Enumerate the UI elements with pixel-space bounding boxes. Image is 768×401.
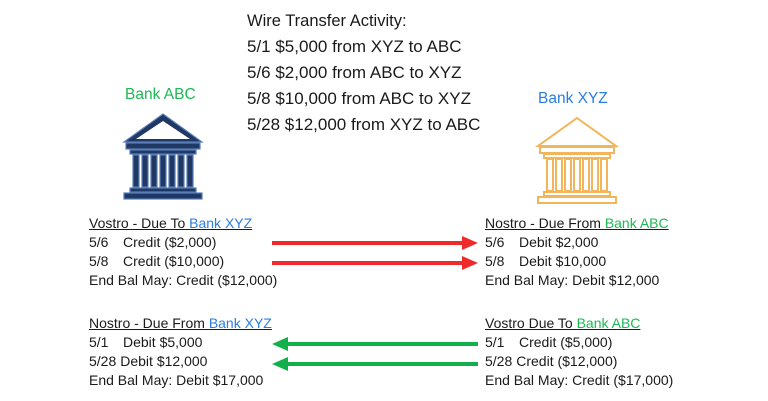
bank-building-icon [534,116,620,204]
wire-transfer-activity: Wire Transfer Activity: 5/1 $5,000 from … [247,8,480,138]
arrow-right-icon [272,256,478,270]
entry-text: Credit ($12,000) [516,353,618,369]
ledger-balance: End Bal May: Credit ($12,000) [89,271,277,290]
ledger-heading-bank: Bank XYZ [208,315,272,331]
balance-label: End Bal May: [89,272,173,288]
ledger-xyz-nostro: Nostro - Due From Bank ABC 5/6 Debit $2,0… [485,214,669,290]
balance-value: Debit $12,000 [568,272,660,288]
wire-transfer-line: 5/6 $2,000 from ABC to XYZ [247,63,462,82]
balance-label: End Bal May: [485,272,569,288]
entry-date: 5/1 [485,334,505,350]
wire-transfer-title: Wire Transfer Activity: [247,12,407,30]
ledger-heading: Nostro - Due From Bank XYZ [89,314,272,333]
entry-date: 5/6 [485,234,505,250]
ledger-abc-vostro: Vostro - Due To Bank XYZ 5/6 Credit ($2,0… [89,214,277,290]
entry-date: 5/8 [89,253,109,269]
entry-date: 5/28 [89,353,117,369]
ledger-heading-prefix: Vostro Due To [485,315,577,331]
balance-value: Credit ($17,000) [568,372,674,388]
balance-label: End Bal May: [485,372,569,388]
entry-text: Credit ($10,000) [123,253,225,269]
ledger-entry: 5/6 Credit ($2,000) [89,233,277,252]
ledger-xyz-vostro: Vostro Due To Bank ABC 5/1 Credit ($5,000… [485,314,673,390]
entry-date: 5/8 [485,253,505,269]
bank-abc-label: Bank ABC [125,86,196,103]
ledger-entry: 5/6 Debit $2,000 [485,233,669,252]
entry-date: 5/28 [485,353,513,369]
ledger-balance: End Bal May: Credit ($17,000) [485,371,673,390]
balance-label: End Bal May: [89,372,173,388]
balance-value: Debit $17,000 [172,372,264,388]
ledger-heading: Vostro Due To Bank ABC [485,314,673,333]
wire-transfer-line: 5/8 $10,000 from ABC to XYZ [247,89,471,108]
entry-text: Credit ($5,000) [519,334,613,350]
bank-building-icon [120,112,206,200]
arrow-left-icon [272,337,478,351]
ledger-heading-bank: Bank ABC [576,315,641,331]
entry-text: Debit $10,000 [519,253,607,269]
entry-date: 5/6 [89,234,109,250]
ledger-heading-prefix: Nostro - Due From [89,315,209,331]
ledger-heading-prefix: Vostro - Due To [89,215,190,231]
wire-transfer-line: 5/1 $5,000 from XYZ to ABC [247,37,462,56]
ledger-balance: End Bal May: Debit $12,000 [485,271,669,290]
ledger-abc-nostro: Nostro - Due From Bank XYZ 5/1 Debit $5,0… [89,314,272,390]
ledger-heading-bank: Bank XYZ [189,215,253,231]
ledger-heading: Nostro - Due From Bank ABC [485,214,669,233]
entry-text: Debit $2,000 [519,234,599,250]
entry-text: Debit $12,000 [120,353,208,369]
ledger-entry: 5/1 Credit ($5,000) [485,333,673,352]
arrow-left-icon [272,357,478,371]
entry-text: Credit ($2,000) [123,234,217,250]
balance-value: Credit ($12,000) [172,272,278,288]
ledger-heading-prefix: Nostro - Due From [485,215,605,231]
ledger-entry: 5/8 Credit ($10,000) [89,252,277,271]
ledger-entry: 5/8 Debit $10,000 [485,252,669,271]
ledger-heading: Vostro - Due To Bank XYZ [89,214,277,233]
entry-text: Debit $5,000 [123,334,203,350]
ledger-entry: 5/1 Debit $5,000 [89,333,272,352]
arrow-right-icon [272,236,478,250]
wire-transfer-line: 5/28 $12,000 from XYZ to ABC [247,115,481,134]
entry-date: 5/1 [89,334,109,350]
bank-xyz-label: Bank XYZ [538,90,608,107]
ledger-heading-bank: Bank ABC [604,215,669,231]
ledger-balance: End Bal May: Debit $17,000 [89,371,272,390]
